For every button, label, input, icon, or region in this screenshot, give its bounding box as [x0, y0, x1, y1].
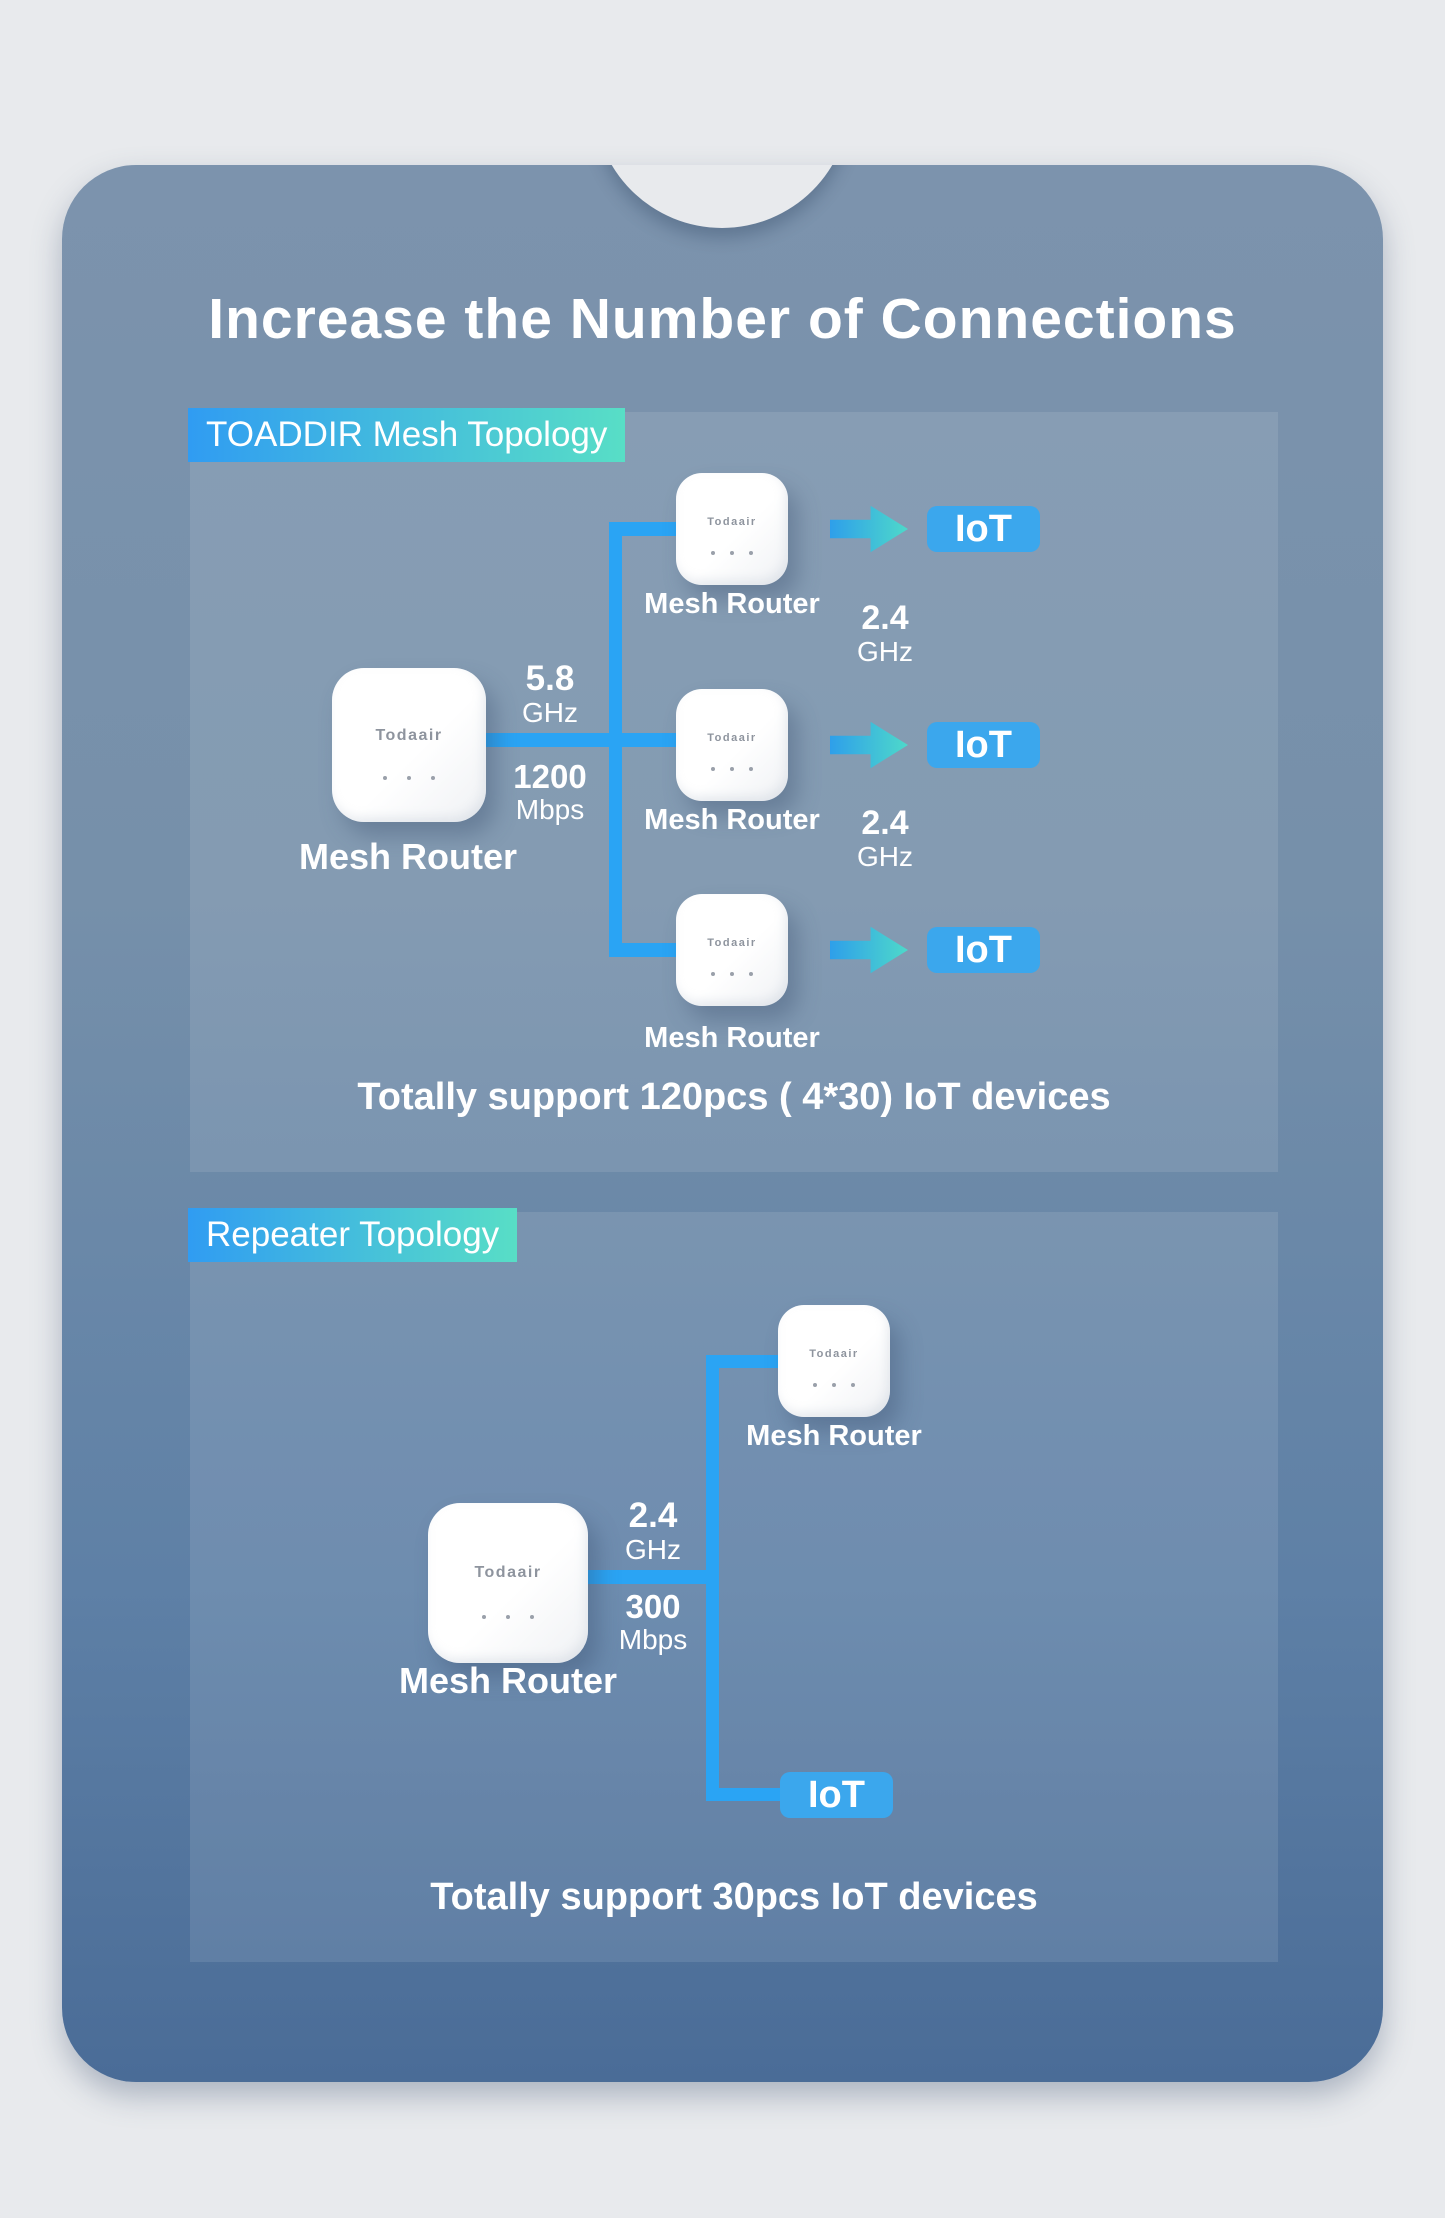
repeater-main-router-device: Todaair — [428, 1503, 588, 1663]
repeater-support-summary: Totally support 30pcs IoT devices — [430, 1876, 1038, 1918]
router-logo: Todaair — [707, 731, 757, 744]
router-led-dots — [676, 972, 788, 977]
router-logo: Todaair — [375, 726, 443, 744]
router-led-dots — [332, 775, 486, 780]
router-logo: Todaair — [707, 936, 757, 949]
router-led-dots — [676, 767, 788, 772]
repeater-topology-panel — [190, 1212, 1278, 1962]
repeater-line-trunk — [706, 1355, 719, 1801]
repeater-line-branch-bottom — [706, 1788, 784, 1801]
router-led-dots — [676, 551, 788, 556]
iot-badge-1: IoT — [927, 506, 1040, 552]
card-top-notch — [594, 165, 850, 228]
repeater-frequency-label: 2.4 GHz — [625, 1496, 681, 1565]
iot-badge-3: IoT — [927, 927, 1040, 973]
mesh-node-device-1: Todaair — [676, 473, 788, 585]
router-logo: Todaair — [707, 515, 757, 528]
repeater-node-label: Mesh Router — [746, 1420, 922, 1452]
mesh-node-device-2: Todaair — [676, 689, 788, 801]
main-router-label: Mesh Router — [298, 836, 518, 877]
router-logo: Todaair — [809, 1347, 859, 1360]
page-title: Increase the Number of Connections — [208, 287, 1237, 351]
mesh-node-label-2: Mesh Router — [644, 804, 820, 836]
repeater-topology-badge: Repeater Topology — [188, 1208, 518, 1262]
connection-line-trunk — [609, 522, 622, 957]
connection-line-branch-bottom — [609, 943, 683, 957]
router-logo: Todaair — [474, 1563, 542, 1581]
mesh-support-summary: Totally support 120pcs ( 4*30) IoT devic… — [357, 1076, 1111, 1118]
mesh-node-device-3: Todaair — [676, 894, 788, 1006]
connection-line-branch-top — [609, 522, 683, 536]
repeater-iot-badge: IoT — [780, 1772, 893, 1818]
uplink-speed-label: 1200 Mbps — [513, 758, 587, 825]
mesh-topology-badge: TOADDIR Mesh Topology — [188, 408, 626, 462]
connection-line-main — [478, 733, 682, 747]
downlink-frequency-label-2: 2.4 GHz — [857, 804, 913, 872]
repeater-speed-label: 300 Mbps — [618, 1588, 688, 1655]
mesh-node-label-3: Mesh Router — [644, 1022, 820, 1054]
router-led-dots — [428, 1615, 588, 1619]
repeater-main-router-label: Mesh Router — [398, 1660, 618, 1701]
repeater-line-branch-top — [706, 1355, 782, 1368]
main-mesh-router-device: Todaair — [332, 668, 486, 822]
mesh-node-label-1: Mesh Router — [644, 588, 820, 620]
iot-badge-2: IoT — [927, 722, 1040, 768]
downlink-frequency-label-1: 2.4 GHz — [857, 599, 913, 667]
router-led-dots — [778, 1383, 890, 1388]
uplink-frequency-label: 5.8 GHz — [522, 659, 578, 728]
repeater-node-device: Todaair — [778, 1305, 890, 1417]
repeater-line-main — [585, 1570, 719, 1584]
